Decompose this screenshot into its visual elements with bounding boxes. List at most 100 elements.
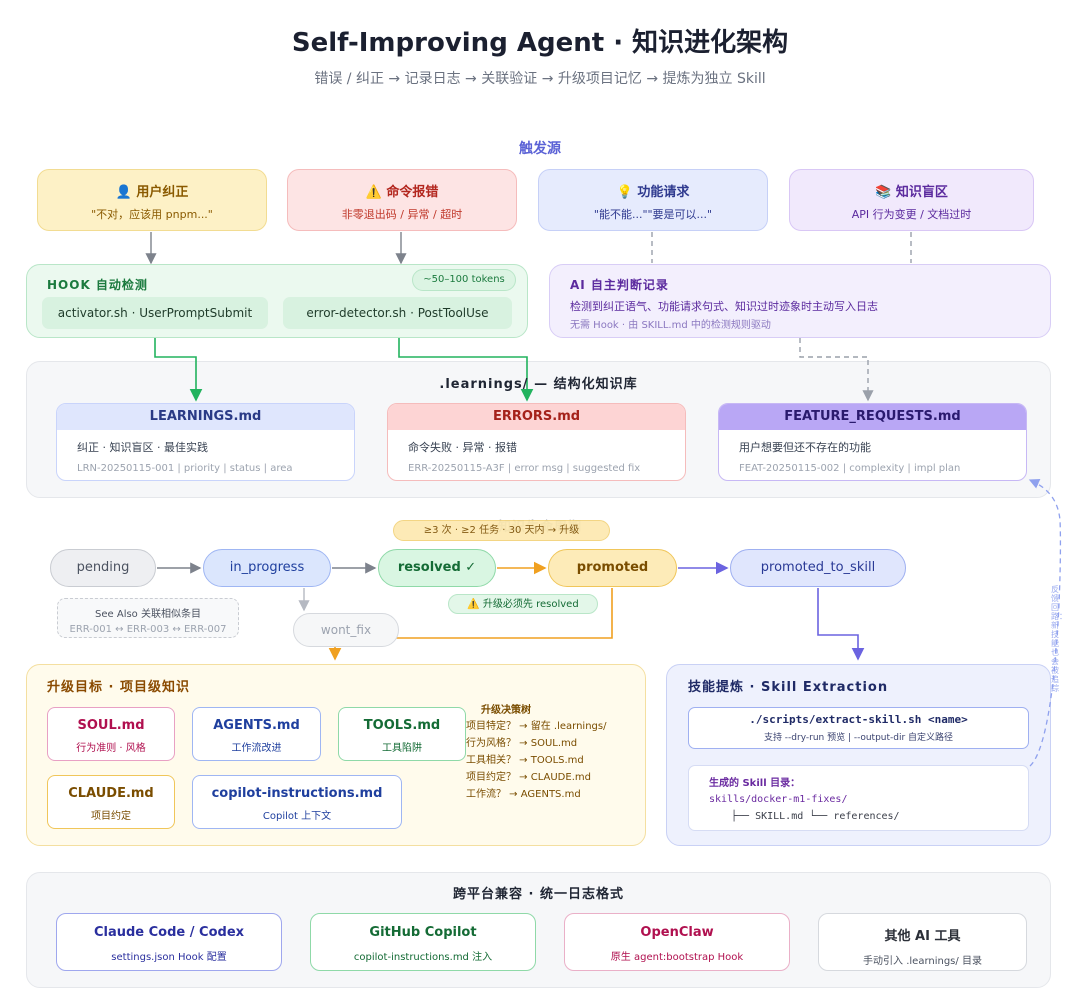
card-learnings: LEARNINGS.md 纠正 · 知识盲区 · 最佳实践 LRN-202501… — [56, 403, 355, 481]
platform-desc: 原生 agent:bootstrap Hook — [610, 952, 744, 963]
trigger-title: 命令报错 — [386, 185, 439, 200]
card-learnings-fields: LRN-20250115-001 | priority | status | a… — [77, 463, 293, 474]
target-agents-name: AGENTS.md — [213, 718, 300, 733]
decision-tree-title: 升级决策树 — [481, 705, 531, 716]
platform-name: OpenClaw — [640, 925, 714, 940]
see-also-box: See Also 关联相似条目 ERR-001 ↔ ERR-003 ↔ ERR-… — [57, 598, 239, 638]
ai-judge-line2: 无需 Hook · 由 SKILL.md 中的检测规则驱动 — [570, 320, 771, 331]
target-agents-desc: 工作流改进 — [231, 743, 282, 754]
card-learnings-name: LEARNINGS.md — [57, 404, 354, 430]
page-title: Self-Improving Agent · 知识进化架构 — [291, 28, 789, 58]
state-promoted: promoted — [548, 549, 677, 587]
target-copilot-desc: Copilot 上下文 — [262, 811, 332, 822]
target-soul-name: SOUL.md — [77, 718, 145, 733]
card-feature-requests-name: FEATURE_REQUESTS.md — [719, 404, 1026, 430]
platform-desc: copilot-instructions.md 注入 — [353, 952, 493, 963]
target-tools-desc: 工具陷阱 — [382, 743, 422, 754]
triggers-heading: 触发源 — [519, 141, 561, 157]
arrow-hook-to-errors — [398, 338, 534, 402]
decision-item: 工作流？ → AGENTS.md — [466, 789, 581, 800]
platform-desc: settings.json Hook 配置 — [111, 952, 227, 963]
trigger-subtitle: API 行为变更 / 文档过时 — [851, 208, 972, 221]
page-subtitle: 错误 / 纠正 → 记录日志 → 关联验证 → 升级项目记忆 → 提炼为独立 S… — [314, 71, 766, 87]
arrow-hook-to-learnings — [154, 338, 203, 402]
token-badge: ~50–100 tokens — [412, 269, 516, 291]
trigger-feature-request: 💡 功能请求 "能不能...""要是可以..." — [538, 169, 768, 231]
hook-script-activator: activator.sh · UserPromptSubmit — [42, 297, 268, 329]
extract-command-note: 支持 --dry-run 预览 | --output-dir 自定义路径 — [763, 733, 954, 743]
card-errors-fields: ERR-20250115-A3F | error msg | suggested… — [408, 463, 641, 474]
trigger-knowledge-gap: 📚 知识盲区 API 行为变更 / 文档过时 — [789, 169, 1034, 231]
platforms-title: 跨平台兼容 · 统一日志格式 — [453, 887, 624, 902]
feedback-loop-path — [1028, 478, 1062, 767]
trigger-user-correction: 👤 用户纠正 "不对，应该用 pnpm..." — [37, 169, 267, 231]
state-resolved: resolved ✓ — [378, 549, 496, 587]
learnings-panel-title: .learnings/ — 结构化知识库 — [439, 377, 638, 392]
platform-name: GitHub Copilot — [369, 925, 477, 940]
state-promoted-to-skill: promoted_to_skill — [730, 549, 906, 587]
warning-icon: ⚠️ — [365, 185, 382, 200]
state-wont-fix: wont_fix — [293, 613, 399, 647]
decision-item: 项目约定？ → CLAUDE.md — [466, 772, 591, 783]
trigger-subtitle: "能不能...""要是可以..." — [593, 208, 713, 221]
target-soul-desc: 行为准则 · 风格 — [76, 743, 146, 754]
see-also-chain: ERR-001 ↔ ERR-003 ↔ ERR-007 — [69, 624, 227, 635]
platform-other-ai: 其他 AI 工具 手动引入 .learnings/ 目录 — [818, 913, 1027, 971]
user-icon: 👤 — [115, 185, 132, 200]
skill-dir-root: skills/docker-m1-fixes/ — [709, 794, 848, 805]
skill-dir-title: 生成的 Skill 目录： — [709, 778, 801, 789]
card-errors-desc: 命令失败 · 异常 · 报错 — [408, 441, 517, 454]
trigger-title: 知识盲区 — [895, 185, 948, 200]
card-feature-requests-desc: 用户想要但还不存在的功能 — [739, 441, 871, 454]
trigger-title: 用户纠正 — [136, 185, 189, 200]
ai-judge-box — [549, 264, 1051, 338]
platform-claude-code: Claude Code / Codex settings.json Hook 配… — [56, 913, 282, 971]
state-in-progress: in_progress — [203, 549, 331, 587]
card-feature-requests-fields: FEAT-20250115-002 | complexity | impl pl… — [739, 463, 961, 474]
upgrade-title: 升级目标 · 项目级知识 — [47, 680, 190, 695]
extract-command-box: ./scripts/extract-skill.sh <name> 支持 --d… — [688, 707, 1029, 749]
arrow-promoted-to-upgrade — [328, 588, 613, 661]
target-claude: CLAUDE.md 项目约定 — [47, 775, 175, 829]
platform-name: 其他 AI 工具 — [884, 929, 961, 944]
decision-item: 项目特定？ → 留在 .learnings/ — [466, 721, 607, 732]
resolve-first-warning: ⚠️ 升级必须先 resolved — [448, 594, 598, 614]
target-claude-name: CLAUDE.md — [68, 786, 154, 801]
decision-item: 行为风格？ → SOUL.md — [466, 738, 578, 749]
skill-dir-children: ├── SKILL.md └── references/ — [731, 811, 900, 822]
skill-title: 技能提炼 · Skill Extraction — [688, 680, 889, 695]
card-errors: ERRORS.md 命令失败 · 异常 · 报错 ERR-20250115-A3… — [387, 403, 686, 481]
platform-github-copilot: GitHub Copilot copilot-instructions.md 注… — [310, 913, 536, 971]
see-also-title: See Also 关联相似条目 — [95, 609, 201, 620]
books-icon: 📚 — [875, 185, 892, 200]
target-tools-name: TOOLS.md — [363, 718, 441, 733]
trigger-title: 功能请求 — [637, 185, 690, 200]
state-pending: pending — [50, 549, 156, 587]
hook-script-error-detector: error-detector.sh · PostToolUse — [283, 297, 512, 329]
target-agents: AGENTS.md 工作流改进 — [192, 707, 321, 761]
card-feature-requests: FEATURE_REQUESTS.md 用户想要但还不存在的功能 FEAT-20… — [718, 403, 1027, 481]
target-copilot-name: copilot-instructions.md — [211, 786, 383, 801]
card-learnings-desc: 纠正 · 知识盲区 · 最佳实践 — [77, 441, 208, 454]
trigger-subtitle: 非零退出码 / 异常 / 超时 — [341, 208, 463, 221]
hook-title: HOOK 自动检测 — [47, 278, 148, 292]
decision-item: 工具相关？ → TOOLS.md — [466, 755, 584, 766]
promotion-criteria-badge: ≥3 次 · ≥2 任务 · 30 天内 → 升级 — [393, 520, 610, 541]
trigger-command-error: ⚠️ 命令报错 非零退出码 / 异常 / 超时 — [287, 169, 517, 231]
skill-dir-box: 生成的 Skill 目录： skills/docker-m1-fixes/ ├─… — [688, 765, 1029, 831]
feedback-loop-label: 反馈回路：新技能也会被追踪 — [1051, 585, 1067, 693]
arrow-ai-to-feature — [799, 338, 874, 402]
target-claude-desc: 项目约定 — [91, 811, 131, 822]
lightbulb-icon: 💡 — [616, 185, 633, 200]
ai-judge-title: AI 自主判断记录 — [570, 278, 669, 292]
ai-judge-line1: 检测到纠正语气、功能请求句式、知识过时迹象时主动写入日志 — [570, 300, 878, 313]
target-tools: TOOLS.md 工具陷阱 — [338, 707, 466, 761]
extract-command: ./scripts/extract-skill.sh <name> — [749, 713, 968, 726]
target-copilot: copilot-instructions.md Copilot 上下文 — [192, 775, 402, 829]
platform-name: Claude Code / Codex — [93, 925, 245, 940]
decision-tree-list: 项目特定？ → 留在 .learnings/ 行为风格？ → SOUL.md 工… — [466, 718, 606, 803]
trigger-subtitle: "不对，应该用 pnpm..." — [91, 208, 213, 221]
target-soul: SOUL.md 行为准则 · 风格 — [47, 707, 175, 761]
platform-openclaw: OpenClaw 原生 agent:bootstrap Hook — [564, 913, 790, 971]
